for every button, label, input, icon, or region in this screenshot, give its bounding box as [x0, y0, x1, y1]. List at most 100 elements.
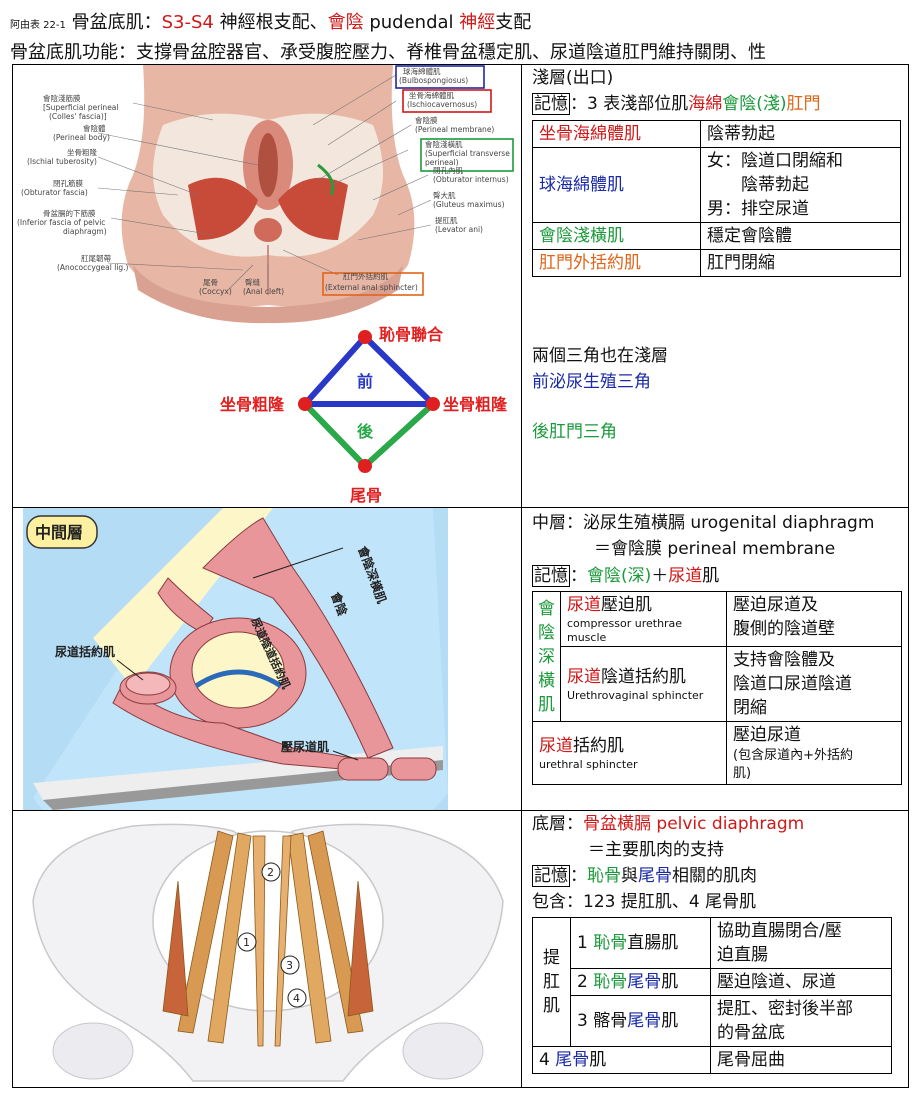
table-row: 3 髂骨尾骨肌 提肛、密封後半部 的骨盆底 — [533, 995, 892, 1047]
table-row: 會陰淺橫肌 穩定會陰體 — [532, 222, 901, 250]
table-row: 會 陰 深 橫 肌 尿道壓迫肌 compressor urethrae musc… — [532, 591, 902, 722]
anatomy-label: 臀大肌 — [433, 190, 456, 200]
puborectalis-func: 協助直腸閉合/壓 迫直腸 — [710, 917, 892, 969]
marker-4: 4 — [293, 992, 300, 1005]
marker-3: 3 — [286, 959, 293, 972]
table-row: 坐骨海綿體肌 陰蒂勃起 — [532, 120, 901, 148]
bulbospongiosus-func-male: 男：排空尿道 — [707, 199, 809, 219]
anatomy-label: 會陰體 — [83, 123, 106, 133]
coccygeus-name: 4 尾骨肌 — [532, 1046, 711, 1074]
anatomy-label: diaphragm) — [63, 227, 107, 236]
urogenital-triangle-note: 前泌尿生殖三角 — [532, 372, 651, 392]
anatomy-label: 會陰淺筋膜 — [43, 93, 81, 103]
ischiocavernosus-name: 坐骨海綿體肌 — [532, 120, 701, 148]
middle-muscle-table: 會 陰 深 橫 肌 尿道壓迫肌 compressor urethrae musc… — [532, 591, 902, 785]
external-anal-sphincter-func: 肛門閉縮 — [700, 249, 901, 277]
middle-memo: 記憶：會陰(深)＋尿道肌 — [532, 565, 720, 587]
superficial-transverse-box — [420, 138, 514, 172]
anatomy-label: 閉孔內肌 — [433, 166, 463, 175]
anatomy-label: 球海綿體肌 — [403, 66, 441, 76]
deep-include: 包含：123 提肛肌、4 尾骨肌 — [532, 892, 757, 912]
anatomy-label: 臀縫 — [245, 277, 260, 287]
anatomy-label: (Ischiocavernosus) — [407, 100, 477, 109]
anatomy-label: 骨盆膈的下筋膜 — [43, 208, 96, 218]
middle-layer-cell: 中層：泌尿生殖橫膈 urogenital diaphragm ＝會陰膜 peri… — [522, 508, 910, 810]
anatomy-label: 尾骨 — [203, 278, 218, 287]
main-table: 會陰淺筋膜[Superficial perineal(Colles' fasci… — [12, 64, 909, 1088]
deep-title-2: ＝主要肌肉的支持 — [588, 840, 724, 860]
anatomy-label: 肛門外括約肌 — [343, 271, 388, 281]
compressor-urethrae-func: 壓迫尿道及 腹側的陰道壁 — [726, 591, 902, 647]
anatomy-label: (Coccyx) — [199, 287, 232, 296]
superficial-perineum-illustration: 會陰淺筋膜[Superficial perineal(Colles' fasci… — [17, 65, 514, 505]
table-tag: 阿由表 22-1 — [10, 20, 66, 31]
anatomy-label: (Obturator internus) — [433, 175, 509, 184]
urethrovaginal-func: 支持會陰體及 陰道口尿道陰道 閉縮 — [726, 646, 902, 722]
anatomy-label: (Anococcygeal lig.) — [57, 263, 129, 272]
table-row: 提 肛 肌 1 恥骨直腸肌 協助直腸閉合/壓 迫直腸 — [532, 917, 892, 1047]
anatomy-label: (Levator ani) — [435, 225, 483, 234]
superficial-memo: 記憶：3 表淺部位肌海綿會陰(淺)肛門 — [532, 93, 821, 115]
anatomy-label: (Perineal membrane) — [415, 125, 494, 134]
coccyx-label: 尾骨 — [350, 486, 382, 505]
anatomy-label: (Perineal body) — [53, 133, 110, 142]
table-row: 尿道陰道括約肌 Urethrovaginal sphincter 支持會陰體及 … — [533, 646, 902, 722]
anatomy-label: (Gluteus maximus) — [433, 200, 505, 209]
table-row: 4 尾骨肌 尾骨屈曲 — [532, 1046, 892, 1074]
right-ischial-label: 坐骨粗隆 — [443, 395, 508, 414]
middle-layer-illustration: 中間層 會陰深橫肌 會陰 尿道陰道括約肌 尿道括約肌 壓尿道肌 — [23, 508, 448, 810]
bulbospongiosus-box — [395, 65, 485, 89]
anatomy-label: (Inferior fascia of pelvic — [17, 218, 105, 227]
back-label: 後 — [357, 422, 374, 441]
perineum-triangle-diagram: 恥骨聯合 坐骨粗隆 坐骨粗隆 尾骨 前 後 — [220, 325, 508, 505]
external-anal-sphincter-box — [322, 272, 424, 296]
urethrovaginal-name: 尿道陰道括約肌 Urethrovaginal sphincter — [560, 646, 727, 722]
superficial-figure-cell: 會陰淺筋膜[Superficial perineal(Colles' fasci… — [13, 65, 521, 507]
deep-memo: 記憶：恥骨與尾骨相關的肌肉 — [532, 865, 757, 887]
external-anal-sphincter-name: 肛門外括約肌 — [532, 249, 701, 277]
anatomy-label: (Colles' fascia)] — [49, 112, 107, 121]
pelvic-diaphragm-illustration: 1 2 3 4 — [32, 823, 504, 1082]
pubococcygeus-func: 壓迫陰道、尿道 — [710, 968, 892, 996]
row-divider — [13, 810, 908, 811]
anatomy-label: (Bulbospongiosus) — [399, 76, 468, 85]
function-line: 骨盆底肌功能：支撐骨盆腔器官、承受腹腔壓力、脊椎骨盆穩定肌、尿道陰道肛門維持關閉… — [10, 42, 766, 63]
middle-title: 中層：泌尿生殖橫膈 urogenital diaphragm — [532, 513, 875, 533]
urethral-sphincter-name: 尿道括約肌 urethral sphincter — [532, 721, 727, 785]
ischiocavernosus-func: 陰蒂勃起 — [700, 120, 901, 148]
deep-layer-cell: 底層：骨盆橫膈 pelvic diaphragm ＝主要肌肉的支持 記憶：恥骨與… — [522, 811, 910, 1089]
row-divider — [13, 507, 908, 508]
anatomy-label: (Obturator fascia) — [21, 188, 88, 197]
anal-triangle-note: 後肛門三角 — [532, 422, 617, 442]
triangles-note: 兩個三角也在淺層 — [532, 346, 668, 366]
left-ischial-label: 坐骨粗隆 — [220, 395, 285, 414]
deep-transverse-group: 會 陰 深 橫 肌 — [532, 591, 561, 722]
bulbospongiosus-func-female: 女：陰道口閉縮和 — [707, 151, 843, 171]
anatomy-label: 提肛肌 — [435, 215, 458, 225]
iliococcygeus-func: 提肛、密封後半部 的骨盆底 — [710, 995, 892, 1047]
page-title: 阿由表 22-1 骨盆底肌：S3-S4 神經根支配、會陰 pudendal 神經… — [10, 12, 532, 33]
table-row: 2 恥骨尾骨肌 壓迫陰道、尿道 — [533, 968, 892, 996]
superficial-title: 淺層(出口) — [532, 68, 614, 88]
anatomy-label: 會陰膜 — [415, 115, 438, 125]
anatomy-label: [Superficial perineal — [43, 103, 118, 112]
table-row: 尿道括約肌 urethral sphincter 壓迫尿道 (包含尿道內+外括約… — [532, 721, 902, 785]
coccygeus-func: 尾骨屈曲 — [710, 1046, 892, 1074]
middle-figure-cell: 中間層 會陰深橫肌 會陰 尿道陰道括約肌 尿道括約肌 壓尿道肌 — [13, 508, 521, 810]
middle-layer-tag: 中間層 — [35, 523, 83, 542]
compressor-urethrae-name: 尿道壓迫肌 compressor urethrae muscle — [560, 591, 727, 647]
anatomy-label: 坐骨海綿體肌 — [409, 90, 454, 100]
anatomy-label: 坐骨粗隆 — [67, 147, 97, 157]
superficial-layer-cell: 淺層(出口) 記憶：3 表淺部位肌海綿會陰(淺)肛門 坐骨海綿體肌 陰蒂勃起 球… — [522, 65, 910, 507]
anatomy-label: (Anal cleft) — [243, 287, 284, 296]
anatomy-label: (Superficial transverse — [425, 149, 510, 158]
deep-figure-cell: 1 2 3 4 — [13, 811, 521, 1089]
superficial-transverse-name: 會陰淺橫肌 — [532, 222, 701, 250]
iliococcygeus-name: 3 髂骨尾骨肌 — [570, 995, 711, 1047]
anatomy-label: 閉孔筋膜 — [53, 178, 83, 188]
bulbospongiosus-func-female-2: 陰蒂勃起 — [741, 175, 809, 195]
superficial-transverse-func: 穩定會陰體 — [700, 222, 901, 250]
superficial-muscle-table: 坐骨海綿體肌 陰蒂勃起 球海綿體肌 女：陰道口閉縮和 陰蒂勃起 男：排空尿道 會… — [532, 120, 901, 277]
puborectalis-name: 1 恥骨直腸肌 — [570, 917, 711, 969]
deep-title: 底層：骨盆橫膈 pelvic diaphragm — [532, 814, 805, 834]
